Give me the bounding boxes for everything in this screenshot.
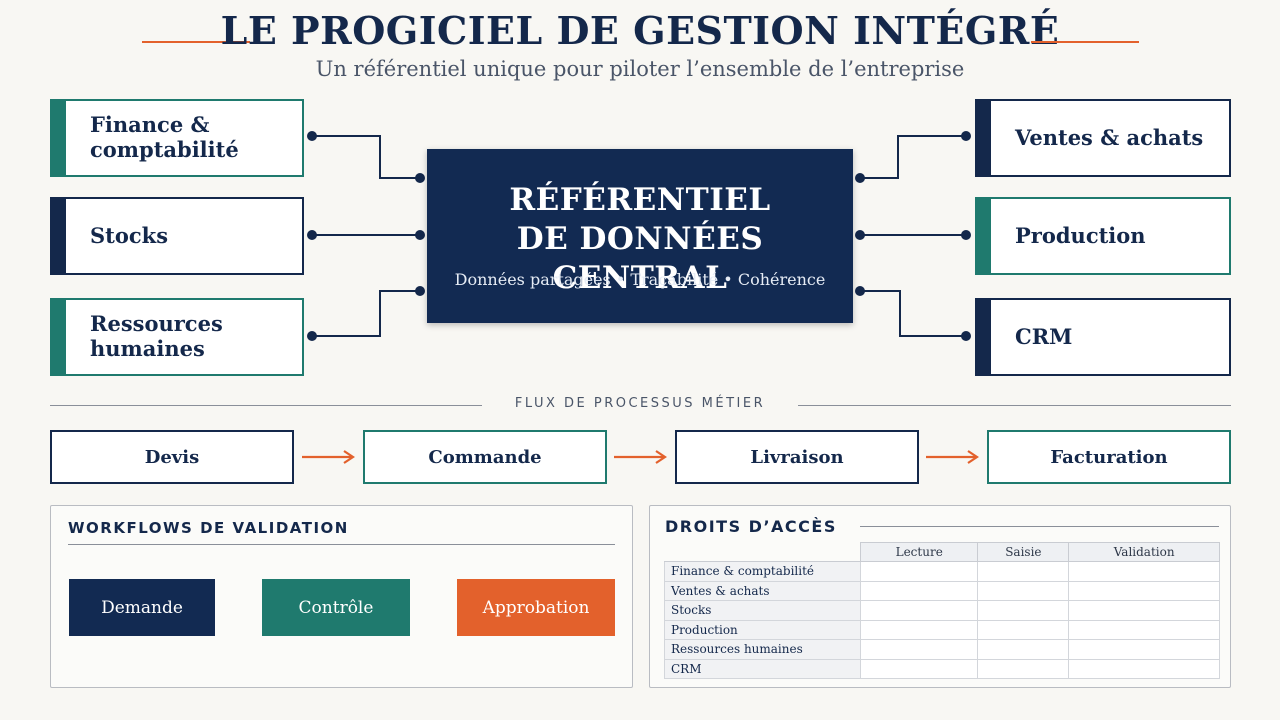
connector-dot (961, 131, 971, 141)
title-rule-right (1031, 41, 1139, 43)
permission-cell[interactable] (859, 639, 979, 660)
connector-dot (855, 173, 865, 183)
row-label: Stocks (664, 600, 861, 621)
column-validation: Validation (1068, 542, 1220, 562)
access-rights-heading: DROITS D’ACCÈS (665, 517, 837, 536)
permission-cell[interactable] (977, 580, 1070, 601)
module-ressources-humaines[interactable]: Ressources humaines (50, 298, 304, 376)
connector-dot (855, 230, 865, 240)
module-accent (52, 300, 66, 374)
module-label: Stocks (90, 222, 169, 248)
permission-cell[interactable] (1068, 658, 1220, 679)
permission-cell[interactable] (1068, 639, 1220, 660)
connector-dot (307, 331, 317, 341)
title-rule-left (142, 41, 250, 43)
permission-cell[interactable] (977, 600, 1070, 621)
table-row: Stocks (664, 600, 1220, 621)
permission-cell[interactable] (859, 600, 979, 621)
permission-cell[interactable] (1068, 580, 1220, 601)
permission-cell[interactable] (859, 619, 979, 640)
module-label: Ventes & achats (1015, 124, 1204, 150)
permission-cell[interactable] (977, 561, 1070, 582)
connector-dot (307, 230, 317, 240)
workflow-step-controle[interactable]: Contrôle (262, 579, 410, 636)
module-accent (977, 199, 991, 273)
table-row: Finance & comptabilité (664, 561, 1220, 582)
module-accent (52, 101, 66, 175)
connector-dot (961, 331, 971, 341)
page-title: LE PROGICIEL DE GESTION INTÉGRÉ (220, 8, 1060, 53)
table-corner (664, 542, 861, 562)
permission-cell[interactable] (859, 561, 979, 582)
module-label: CRM (1015, 323, 1073, 349)
section-divider-left (50, 405, 482, 406)
central-title: RÉFÉRENTIEL DE DONNÉES CENTRAL (509, 182, 771, 296)
permission-cell[interactable] (859, 580, 979, 601)
connector-dot (415, 230, 425, 240)
process-step-commande[interactable]: Commande (363, 430, 607, 484)
workflow-step-approbation[interactable]: Approbation (457, 579, 615, 636)
column-lecture: Lecture (859, 542, 979, 562)
page-subtitle: Un référentiel unique pour piloter l’ens… (315, 57, 965, 81)
permission-cell[interactable] (1068, 561, 1220, 582)
process-flow-label: FLUX DE PROCESSUS MÉTIER (514, 396, 766, 411)
module-crm[interactable]: CRM (975, 298, 1231, 376)
central-repository: RÉFÉRENTIEL DE DONNÉES CENTRAL Données p… (427, 149, 853, 323)
module-label: Ressources humaines (90, 311, 223, 361)
access-rights-table: Lecture Saisie Validation Finance & comp… (664, 542, 1220, 679)
table-row: Ressources humaines (664, 639, 1220, 660)
connector-rh (312, 290, 420, 337)
access-rights-heading-rule (860, 526, 1219, 527)
module-stocks[interactable]: Stocks (50, 197, 304, 275)
table-row: Ventes & achats (664, 580, 1220, 601)
table-header-row: Lecture Saisie Validation (664, 542, 1220, 562)
connector-finance (312, 135, 420, 179)
module-ventes-achats[interactable]: Ventes & achats (975, 99, 1231, 177)
module-accent (977, 101, 991, 175)
row-label: CRM (664, 658, 861, 679)
module-label: Finance & comptabilité (90, 112, 239, 162)
central-features: Données partagées • Traçabilité • Cohére… (454, 270, 826, 289)
connector-dot (415, 173, 425, 183)
connector-dot (307, 131, 317, 141)
process-step-devis[interactable]: Devis (50, 430, 294, 484)
module-accent (977, 300, 991, 374)
column-saisie: Saisie (977, 542, 1070, 562)
permission-cell[interactable] (977, 658, 1070, 679)
permission-cell[interactable] (1068, 619, 1220, 640)
workflows-heading: WORKFLOWS DE VALIDATION (68, 519, 349, 537)
row-label: Ressources humaines (664, 639, 861, 660)
permission-cell[interactable] (859, 658, 979, 679)
section-divider-right (798, 405, 1231, 406)
module-accent (52, 199, 66, 273)
module-finance[interactable]: Finance & comptabilité (50, 99, 304, 177)
connector-ventes (860, 135, 966, 179)
connector-dot (415, 286, 425, 296)
permission-cell[interactable] (977, 619, 1070, 640)
table-row: Production (664, 619, 1220, 640)
connector-crm (860, 290, 966, 337)
table-row: CRM (664, 658, 1220, 679)
module-production[interactable]: Production (975, 197, 1231, 275)
process-step-livraison[interactable]: Livraison (675, 430, 919, 484)
workflow-step-demande[interactable]: Demande (69, 579, 215, 636)
permission-cell[interactable] (977, 639, 1070, 660)
row-label: Production (664, 619, 861, 640)
connector-dot (855, 286, 865, 296)
workflows-heading-rule (68, 544, 615, 545)
permission-cell[interactable] (1068, 600, 1220, 621)
connector-dot (961, 230, 971, 240)
row-label: Finance & comptabilité (664, 561, 861, 582)
process-step-facturation[interactable]: Facturation (987, 430, 1231, 484)
row-label: Ventes & achats (664, 580, 861, 601)
module-label: Production (1015, 222, 1146, 248)
